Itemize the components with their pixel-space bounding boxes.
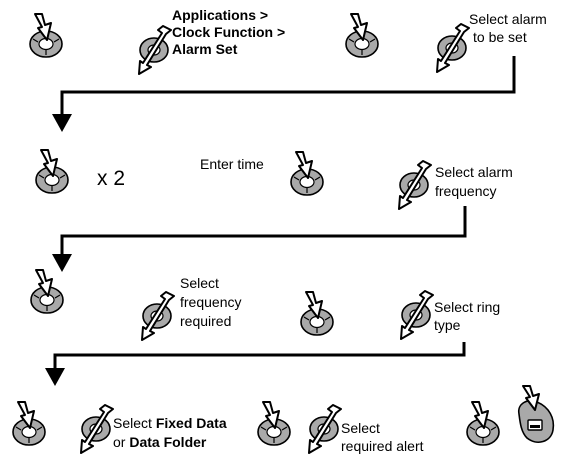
navigation-key-scroll-icon <box>308 404 342 454</box>
select-data-source-label-2: or Data Folder <box>113 434 206 451</box>
navigation-key-scroll-icon <box>80 404 114 454</box>
select-alarm-frequency-label: Select alarm <box>435 164 513 180</box>
select-alarm-label: Select alarm <box>469 11 547 27</box>
select-data-source-label: Select Fixed Data <box>113 415 227 432</box>
data-folder-option: Data Folder <box>129 434 207 450</box>
enter-time-label: Enter time <box>200 156 264 172</box>
softkey-press-icon <box>517 385 555 443</box>
select-required-alert-label: Select <box>341 420 380 436</box>
select-alarm-label-2: to be set <box>473 29 527 45</box>
navigation-key-press-icon <box>35 149 69 194</box>
navigation-key-press-icon <box>30 269 64 314</box>
navigation-key-press-icon <box>12 401 46 446</box>
navigation-key-press-icon <box>466 401 500 446</box>
navigation-key-press-icon <box>345 13 379 58</box>
connector-2 <box>60 206 467 258</box>
navigation-key-press-icon <box>257 401 291 446</box>
arrow-head-2 <box>52 254 72 272</box>
select-ring-type-label-2: type <box>434 317 461 333</box>
connector-1 <box>60 56 516 118</box>
arrow-head-3 <box>45 368 65 386</box>
menu-path-clock-function: Clock Function > <box>172 24 286 40</box>
select-alarm-frequency-label-2: frequency <box>435 183 497 199</box>
arrow-head-1 <box>52 114 72 132</box>
navigation-key-press-icon <box>300 291 334 336</box>
navigation-key-scroll-icon <box>400 290 434 340</box>
navigation-key-scroll-icon <box>398 160 432 210</box>
connector-3 <box>53 342 466 372</box>
navigation-key-scroll-icon <box>138 25 172 75</box>
menu-path-alarm-set: Alarm Set <box>172 41 238 57</box>
select-required-alert-label-2: required alert <box>341 438 424 454</box>
menu-path-applications: Applications > <box>172 7 269 23</box>
navigation-key-scroll-icon <box>436 23 470 73</box>
navigation-key-press-icon <box>290 151 324 196</box>
select-ring-type-label: Select ring <box>434 299 501 315</box>
or-word: or <box>113 434 126 450</box>
navigation-key-scroll-icon <box>141 291 175 341</box>
select-word: Select <box>113 415 152 431</box>
fixed-data-option: Fixed Data <box>155 415 227 431</box>
frequency-required-label: Select <box>180 275 219 291</box>
repeat-count-label: x 2 <box>97 167 126 190</box>
navigation-key-press-icon <box>29 13 63 58</box>
frequency-required-label-3: required <box>180 313 232 329</box>
frequency-required-label-2: frequency <box>180 294 242 310</box>
